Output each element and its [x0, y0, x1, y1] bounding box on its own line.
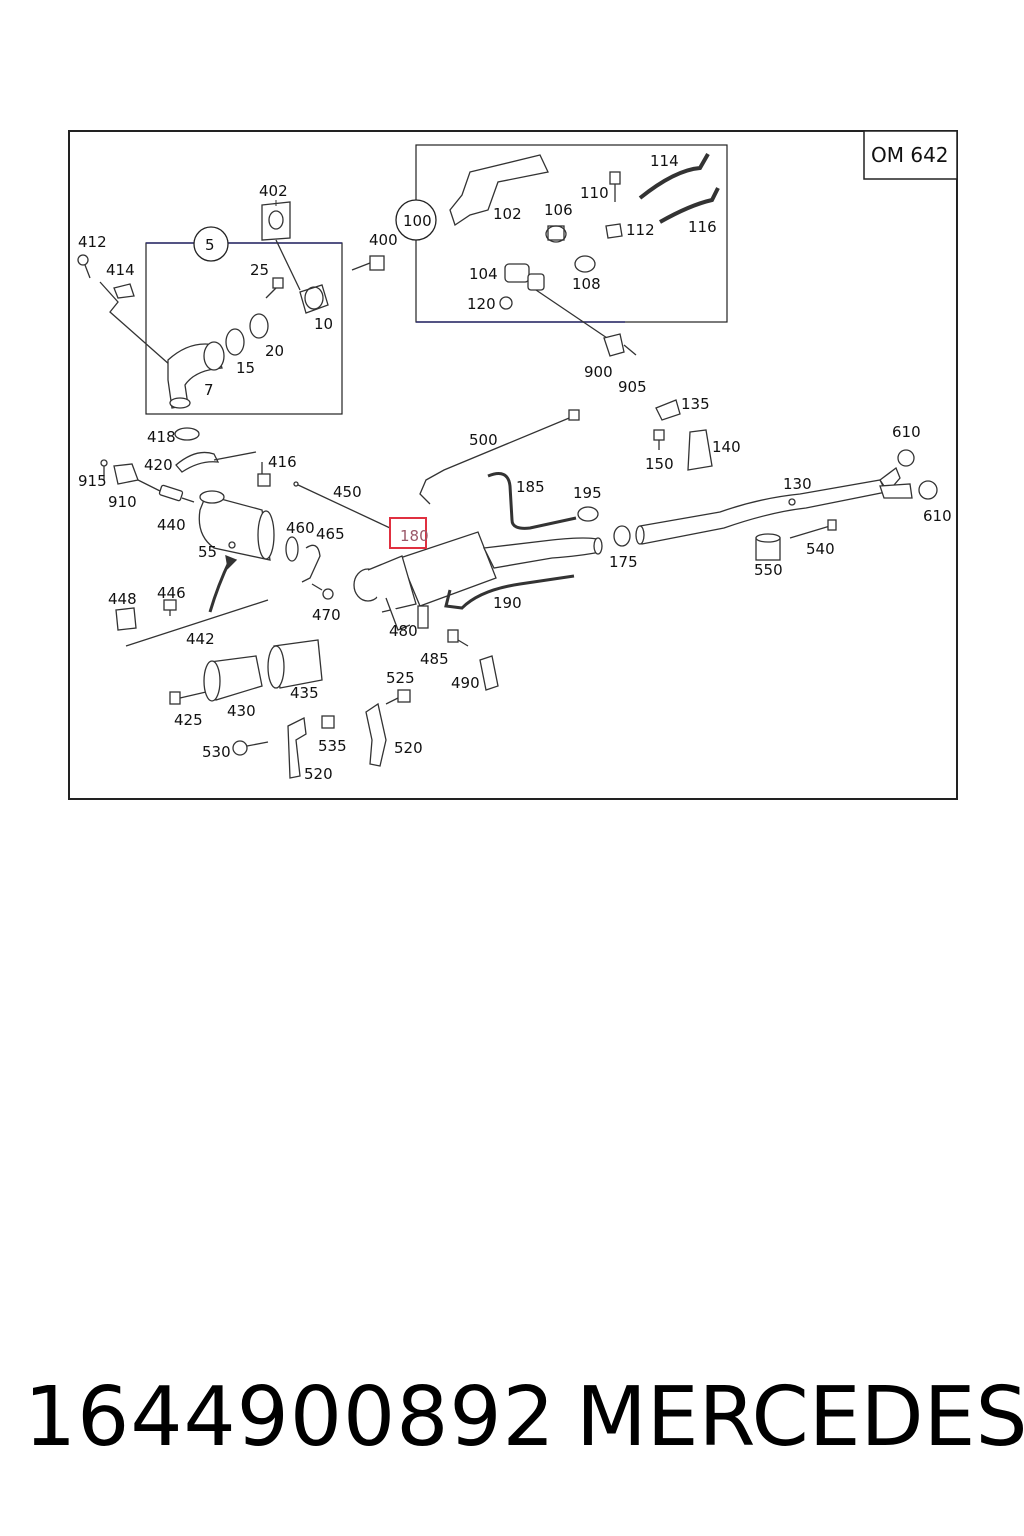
clip-112-icon: [605, 223, 623, 239]
bolt-470-icon: [311, 583, 334, 600]
bolt-110-icon: [609, 171, 621, 202]
ring-460-icon: [285, 536, 299, 562]
clamp-106-icon: [545, 225, 567, 243]
nut-535-icon: [321, 715, 335, 729]
engine-code-box: [863, 130, 958, 180]
bolt-446-icon: [163, 599, 177, 616]
sensor-900-icon: [603, 333, 625, 357]
hose-116-icon: [659, 187, 720, 224]
bolt-412-icon: [77, 254, 91, 279]
diagram-frame: [68, 130, 958, 800]
pipe-185-icon: [487, 472, 577, 530]
mount-140-icon: [687, 429, 713, 471]
bracket-135-icon: [655, 399, 681, 421]
clamp-195-icon: [577, 506, 599, 522]
sensor-915-icon: [100, 459, 108, 480]
direction-arrow-icon: [208, 559, 232, 613]
bracket-520-left-icon: [287, 717, 307, 779]
bolt-150-icon: [653, 429, 665, 450]
clamp-610-top-icon: [897, 449, 915, 467]
clamp-420-icon: [175, 451, 220, 473]
group-5-callout[interactable]: [193, 226, 229, 262]
converter-180-icon: [353, 531, 603, 631]
gasket-402-icon: [261, 201, 291, 241]
hose-114-icon: [638, 153, 710, 200]
flange-10-icon: [299, 284, 329, 314]
bolt-425-icon: [169, 691, 207, 705]
sensor-wire-500-icon: [419, 415, 575, 505]
sensor-440-icon: [158, 484, 195, 503]
part-number: 1644900892: [24, 1370, 556, 1465]
group-100-label: 100: [403, 212, 432, 230]
clamp-20-icon: [249, 313, 269, 339]
bracket-102-icon: [449, 154, 549, 227]
highlight-box-180[interactable]: [389, 517, 427, 549]
clamp-465-icon: [301, 544, 321, 583]
bolt-485-icon: [447, 629, 469, 647]
clamp-610-side-icon: [918, 480, 938, 500]
group-5-label: 5: [205, 236, 215, 254]
brand-name: MERCEDES: [576, 1370, 1024, 1465]
clip-414-icon: [113, 283, 135, 299]
bolt-25-icon: [265, 277, 284, 299]
bolt-416-icon: [257, 462, 271, 487]
canister-430-icon: [203, 655, 263, 702]
valve-104-icon: [504, 263, 545, 291]
bushing-550-icon: [755, 533, 781, 561]
canister-435-icon: [267, 639, 323, 689]
nut-120-icon: [499, 296, 513, 310]
turbo-pipe-7-icon: [167, 341, 225, 409]
clip-448-icon: [115, 607, 137, 631]
pipe-190-icon: [444, 574, 575, 610]
sensor-wire-450-icon: [295, 483, 391, 529]
bracket-480-icon: [417, 605, 429, 629]
clamp-175-icon: [613, 525, 631, 547]
bracket-520-right-icon: [365, 702, 387, 767]
sensor-wire-442-icon: [125, 599, 269, 647]
stud-400-icon: [351, 255, 385, 271]
bracket-910-icon: [113, 463, 139, 485]
bolt-530-icon: [232, 740, 269, 756]
clamp-108-icon: [574, 255, 596, 273]
bracket-490-icon: [479, 655, 499, 691]
dpf-55-icon: [198, 490, 275, 561]
gasket-418-icon: [174, 427, 200, 441]
group-100-callout[interactable]: [395, 199, 437, 241]
rear-pipe-130-icon: [635, 466, 913, 545]
engine-code: OM 642: [871, 143, 949, 167]
bolt-540-icon: [789, 519, 837, 539]
bolt-525-icon: [385, 689, 411, 705]
ring-15-icon: [225, 328, 245, 356]
